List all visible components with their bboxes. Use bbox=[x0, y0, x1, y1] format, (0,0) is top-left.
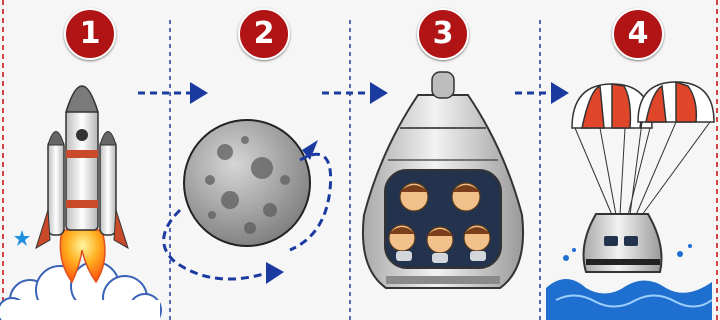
arrow-right-icon bbox=[322, 82, 388, 104]
step-number-badge: 3 bbox=[417, 8, 469, 60]
arrow-right-icon bbox=[515, 82, 569, 104]
step-number-badge: 4 bbox=[612, 8, 664, 60]
parachute-splashdown-icon bbox=[546, 82, 714, 320]
step-number-badge: 1 bbox=[64, 8, 116, 60]
capsule-crew-icon bbox=[363, 72, 523, 288]
moon-orbit-icon bbox=[164, 120, 331, 284]
arrow-right-icon bbox=[138, 82, 208, 104]
step-number-badge: 2 bbox=[238, 8, 290, 60]
rocket-launch-icon bbox=[0, 86, 161, 320]
